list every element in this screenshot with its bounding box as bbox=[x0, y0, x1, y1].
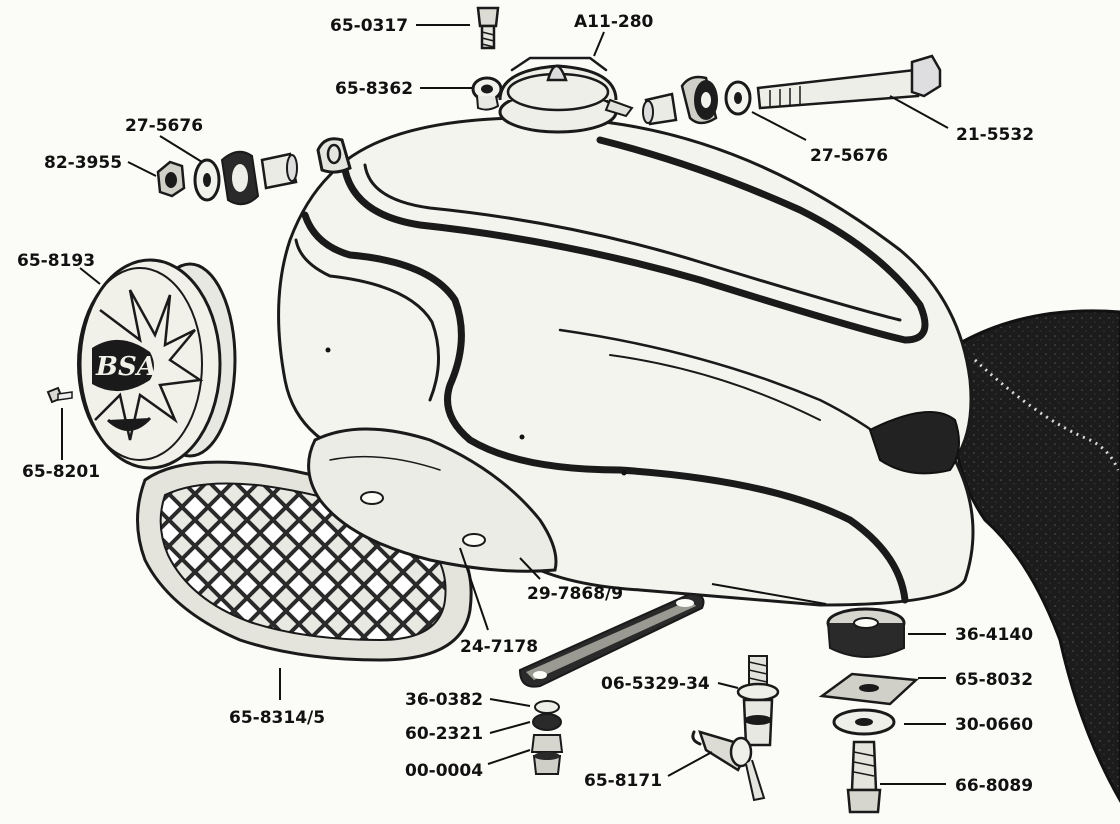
bolt-65-0317 bbox=[476, 6, 500, 50]
part-labels: 65-0317 A11-280 65-8362 21-5532 27-5676 … bbox=[17, 12, 1034, 796]
label-30-0660: 30-0660 bbox=[955, 715, 1033, 735]
leader-lines bbox=[61, 24, 949, 785]
badge-lettering: BSA bbox=[95, 352, 157, 382]
label-36-4140: 36-4140 bbox=[955, 625, 1033, 645]
label-65-8032: 65-8032 bbox=[955, 670, 1033, 690]
label-65-8314-5: 65-8314/5 bbox=[229, 708, 325, 728]
label-65-8362: 65-8362 bbox=[335, 79, 413, 99]
label-00-0004: 00-0004 bbox=[405, 761, 483, 781]
label-65-8193: 65-8193 bbox=[17, 251, 95, 271]
label-a11-280: A11-280 bbox=[574, 12, 654, 32]
filler-cap bbox=[471, 56, 634, 134]
label-27-5676-right: 27-5676 bbox=[810, 146, 888, 166]
label-65-8171: 65-8171 bbox=[584, 771, 662, 791]
label-60-2321: 60-2321 bbox=[405, 724, 483, 744]
label-65-8201: 65-8201 bbox=[22, 462, 100, 482]
clip-plate bbox=[307, 427, 558, 573]
long-bolt-assembly bbox=[642, 54, 942, 126]
strap bbox=[518, 592, 705, 688]
left-fixings bbox=[156, 150, 298, 206]
label-06-5329-34: 06-5329-34 bbox=[601, 674, 710, 694]
label-66-8089: 66-8089 bbox=[955, 776, 1033, 796]
label-21-5532: 21-5532 bbox=[956, 125, 1034, 145]
screw-65-8201 bbox=[46, 386, 73, 404]
label-65-0317: 65-0317 bbox=[330, 16, 408, 36]
label-82-3955: 82-3955 bbox=[44, 153, 122, 173]
label-27-5676-left: 27-5676 bbox=[125, 116, 203, 136]
label-36-0382: 36-0382 bbox=[405, 690, 483, 710]
label-24-7178: 24-7178 bbox=[460, 637, 538, 657]
small-fixings-stack bbox=[530, 700, 564, 775]
tank-badge: BSA bbox=[77, 258, 237, 470]
label-29-7868-9: 29-7868/9 bbox=[527, 584, 623, 604]
petrol-tap bbox=[691, 655, 780, 802]
rubber-mount-stack bbox=[818, 607, 919, 814]
